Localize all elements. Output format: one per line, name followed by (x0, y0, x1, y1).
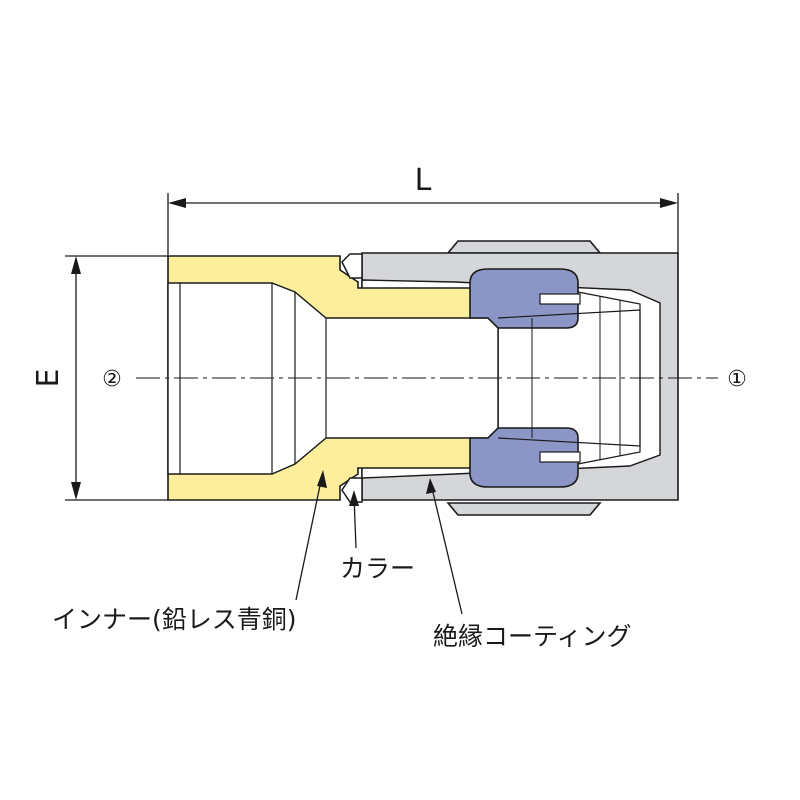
height-label: E (31, 369, 66, 388)
collar-label: カラー (340, 554, 415, 583)
leader-inner (295, 470, 327, 601)
inner-label: インナー(鉛レス青銅) (52, 605, 297, 634)
length-label: L (415, 163, 432, 198)
leader-collar (349, 490, 359, 549)
collar (341, 253, 363, 503)
port-left-label: ② (102, 367, 122, 392)
seal-ring-top (469, 268, 581, 329)
coating-label: 絶縁コーティング (433, 622, 632, 651)
seal-ring-bottom (469, 427, 581, 488)
leader-coating (426, 478, 463, 615)
dimension-length: L (167, 163, 679, 255)
port-right-label: ① (727, 367, 747, 392)
dimension-height: E (31, 255, 168, 501)
